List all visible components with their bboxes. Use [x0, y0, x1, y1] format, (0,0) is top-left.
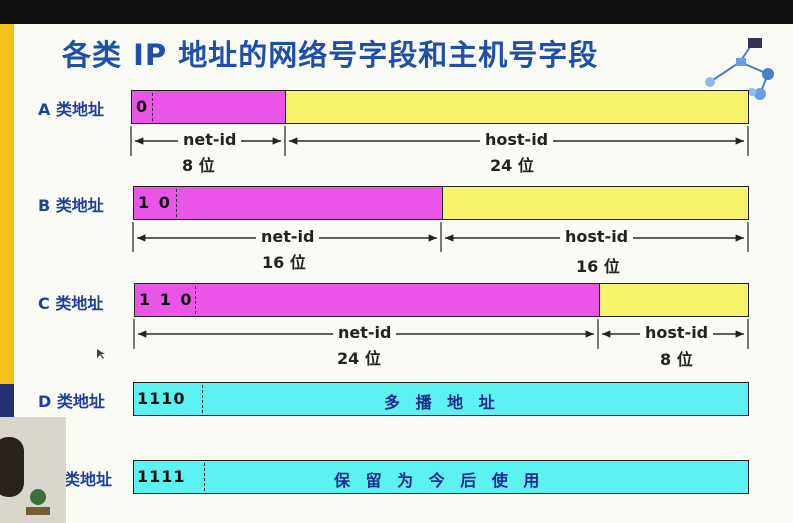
- presenter-silhouette: [0, 437, 24, 497]
- class-a-hostid-label: host-id: [480, 130, 553, 149]
- class-c-netid-label: net-id: [333, 323, 396, 342]
- class-c-netid-length: 24 位: [337, 345, 381, 369]
- class-a-netid-label: net-id: [178, 130, 241, 149]
- class-c-hostid-label: host-id: [640, 323, 713, 342]
- dimension-lines: [0, 24, 793, 523]
- globe-icon: [30, 489, 46, 505]
- class-b-hostid-label: host-id: [560, 227, 633, 246]
- mouse-cursor-icon: [97, 349, 105, 359]
- class-c-hostid-length: 8 位: [660, 346, 693, 370]
- slide: 各类 IP 地址的网络号字段和主机号字段 A 类地址 0 B 类地址 1 0 C…: [0, 24, 793, 523]
- class-b-hostid-length: 16 位: [576, 253, 620, 277]
- class-b-netid-label: net-id: [256, 227, 319, 246]
- class-b-netid-length: 16 位: [262, 249, 306, 273]
- class-a-hostid-length: 24 位: [490, 152, 534, 176]
- globe-stand: [26, 507, 50, 515]
- window-top-bar: [0, 0, 793, 24]
- class-a-netid-length: 8 位: [182, 152, 215, 176]
- presenter-webcam: [0, 417, 66, 523]
